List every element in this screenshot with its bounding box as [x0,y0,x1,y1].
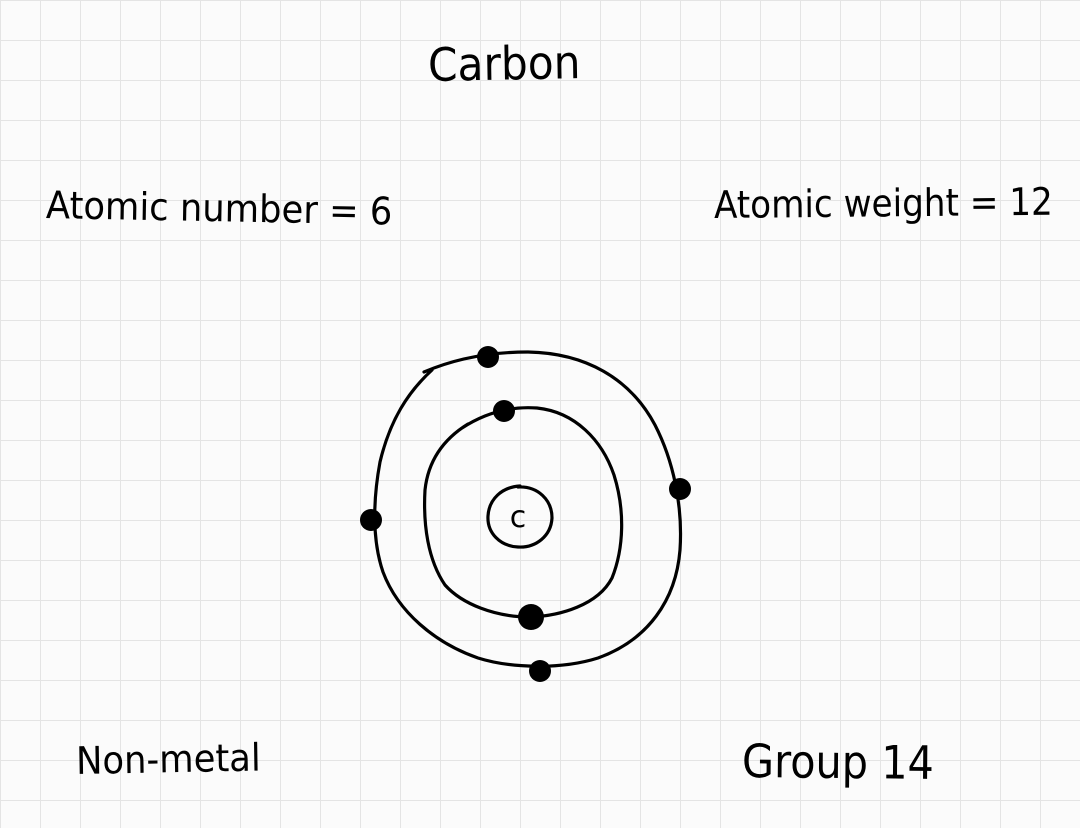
inner-electron [493,400,515,422]
outer-electron [360,509,382,531]
outer-electron [529,660,551,682]
outer-electron [477,346,499,368]
group-label: Group 14 [741,734,935,790]
inner-shell-orbit [423,406,624,619]
outer-electron [669,478,691,500]
nucleus-symbol: c [510,500,527,535]
outer-shell-orbit [373,350,683,668]
classification-label: Non-metal [75,735,262,783]
inner-electron [518,604,544,630]
nucleus-ring [486,484,554,549]
